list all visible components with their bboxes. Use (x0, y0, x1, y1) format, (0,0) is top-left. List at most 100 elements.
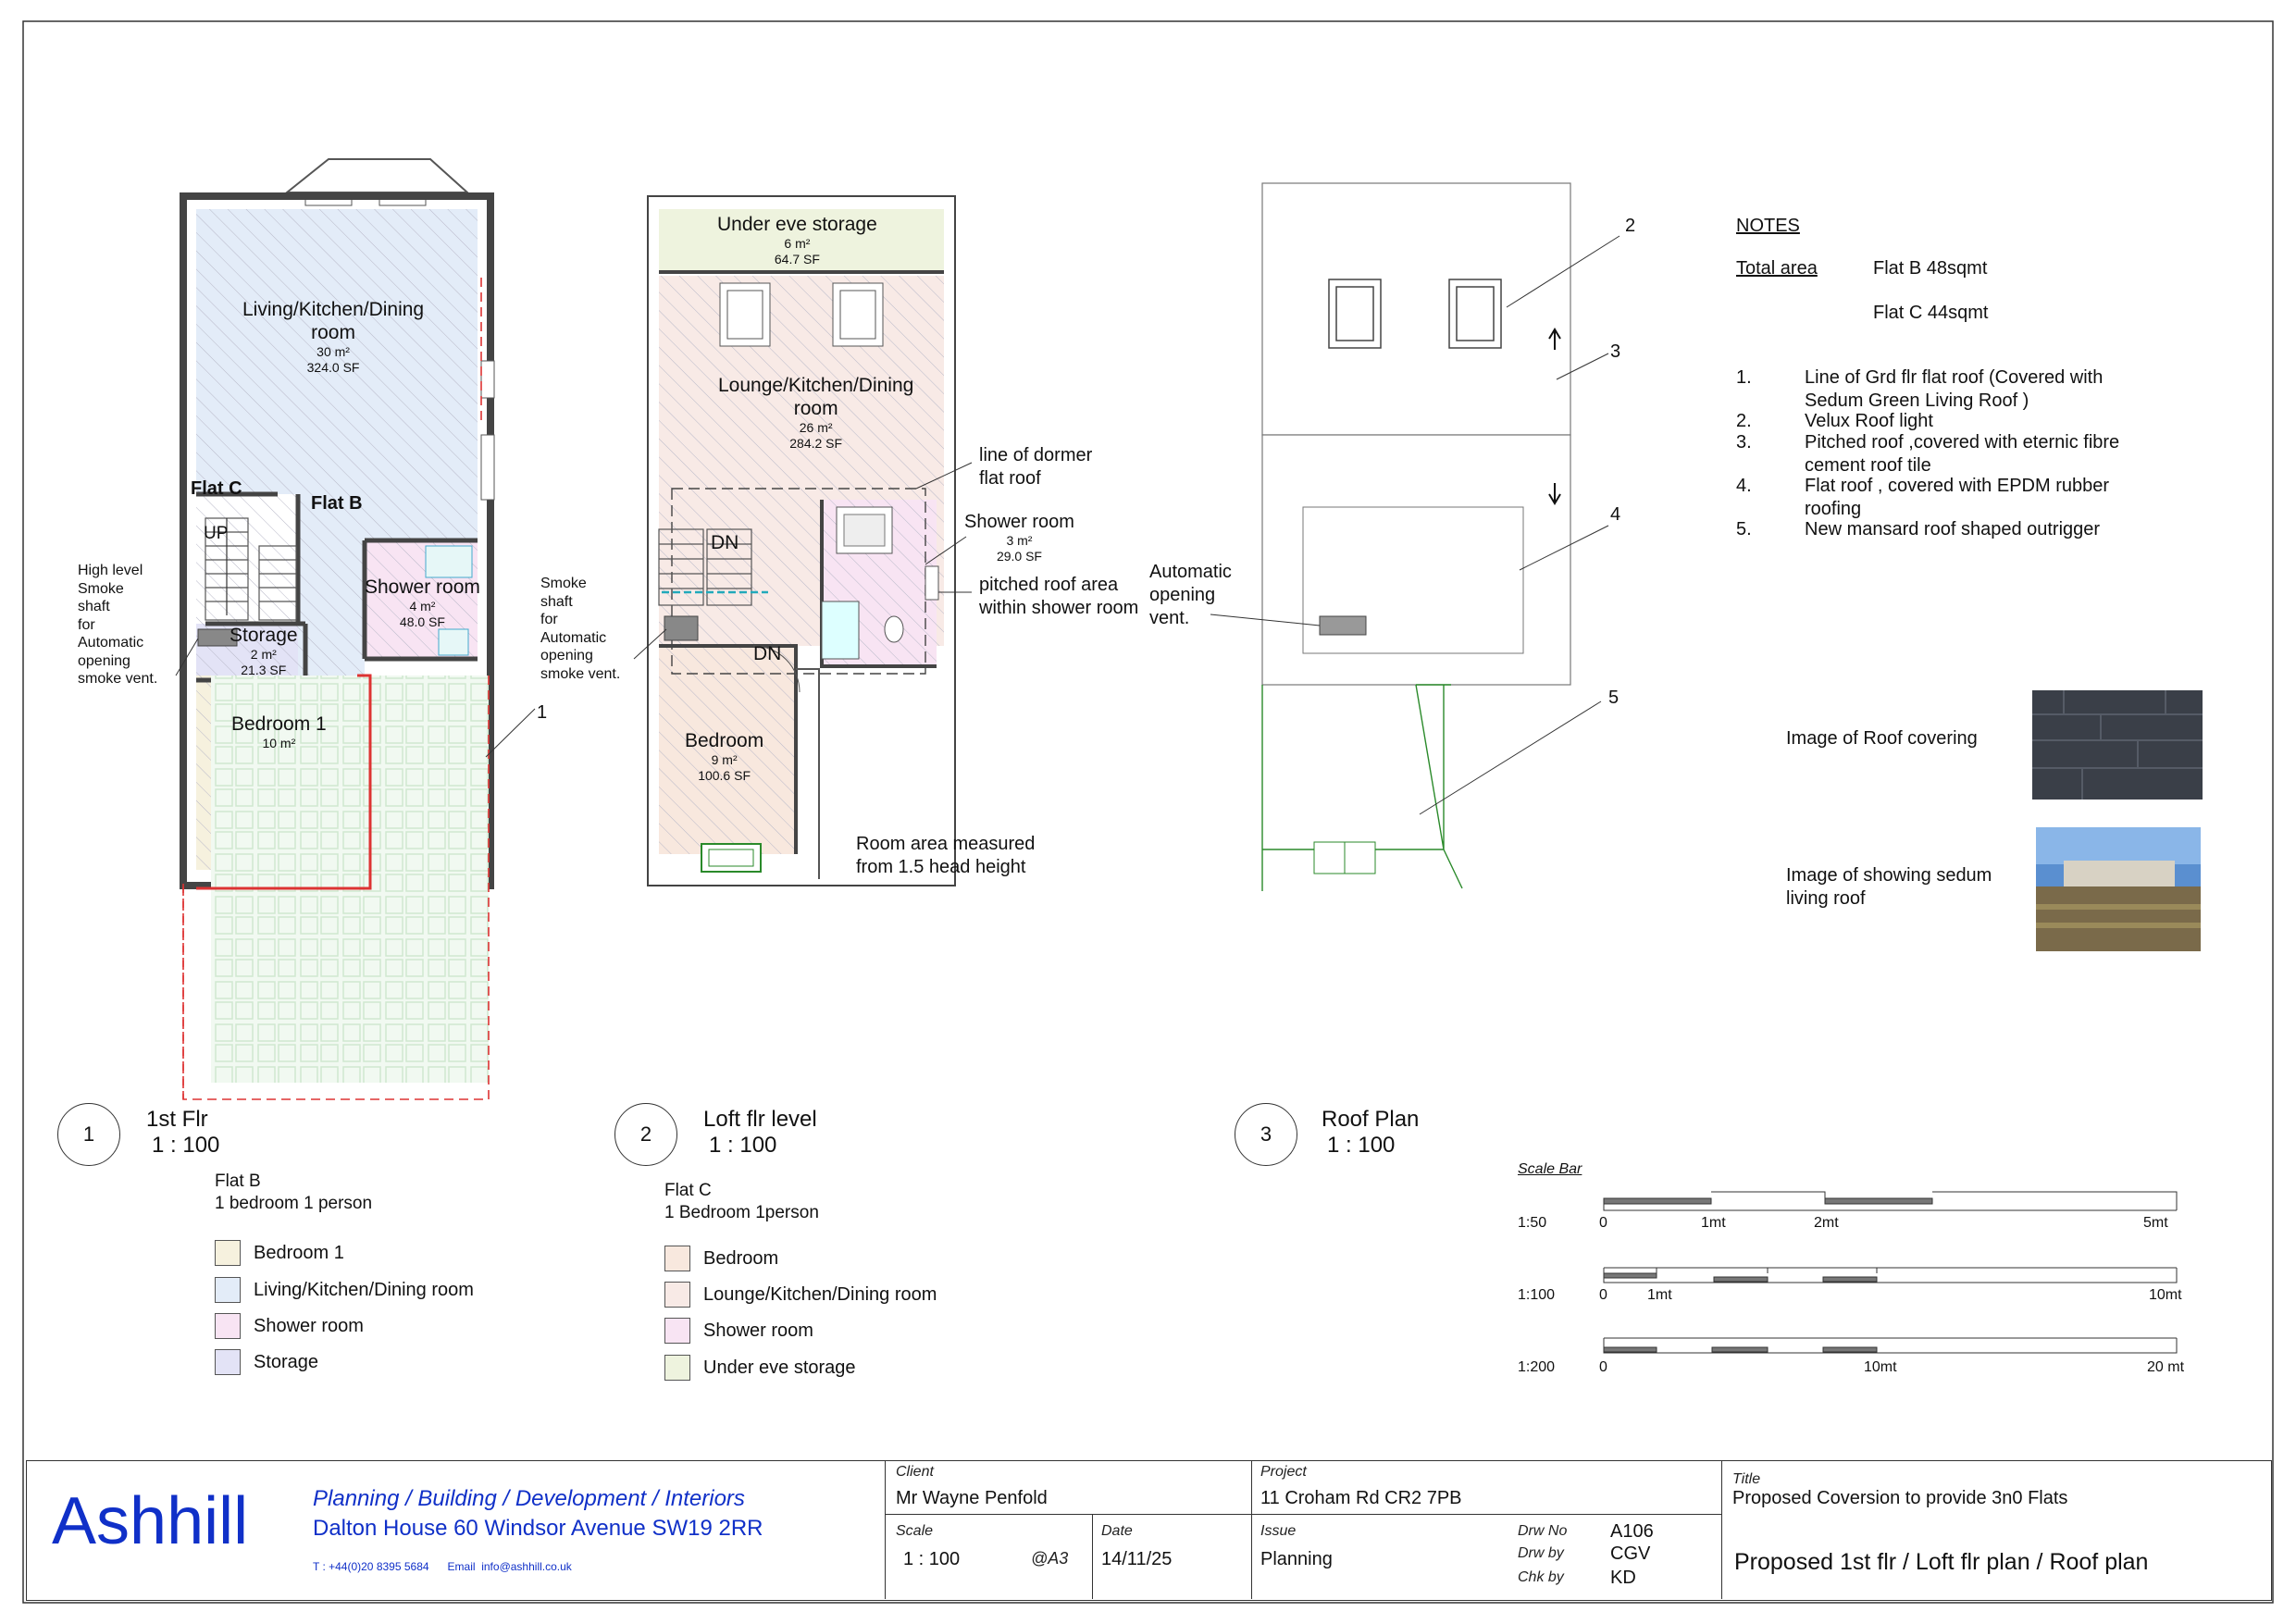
paper-size: @A3 (1031, 1549, 1069, 1568)
chk-by-value: KD (1610, 1568, 1636, 1588)
stair-down-label-2: DN (753, 643, 782, 664)
note-number-4: 4. (1736, 476, 1752, 496)
title-label: Title (1732, 1471, 1761, 1487)
legend-swatch (215, 1349, 241, 1375)
legend-item: Storage (215, 1349, 318, 1375)
legend-item: Bedroom (664, 1246, 778, 1271)
plan-scale-2: 1 : 100 (709, 1133, 777, 1158)
scale-bar-title: Scale Bar (1518, 1161, 1582, 1177)
drw-by-value: CGV (1610, 1543, 1651, 1564)
roof-covering-caption: Image of Roof covering (1786, 728, 1978, 749)
plan-scale-3: 1 : 100 (1327, 1133, 1396, 1158)
plan-scale-1: 1 : 100 (152, 1133, 220, 1158)
plan-title-1: 1st Flr (146, 1107, 208, 1132)
flat-b-occupancy: 1 bedroom 1 person (215, 1194, 373, 1213)
scale-tick: 20 mt (2147, 1359, 2185, 1375)
scale-value: 1 : 100 (903, 1549, 961, 1569)
note-number-1: 1. (1736, 367, 1752, 388)
legend-item: Living/Kitchen/Dining room (215, 1277, 474, 1303)
plan-title-2: Loft flr level (703, 1107, 817, 1132)
client-label: Client (896, 1464, 934, 1480)
legend-swatch (215, 1277, 241, 1303)
note-text-3: Pitched roof ,covered with eternic fibre… (1805, 432, 2120, 476)
scale-tick: 10mt (1864, 1359, 1897, 1375)
flat-b-label: Flat B (311, 493, 363, 514)
roof-tag-4: 4 (1610, 504, 1621, 525)
legend-item: Shower room (215, 1313, 364, 1339)
project-label: Project (1260, 1464, 1307, 1480)
legend-swatch (215, 1240, 241, 1266)
stair-up-label: UP (204, 524, 229, 543)
legend-swatch (664, 1318, 690, 1344)
roof-tag-3: 3 (1610, 341, 1621, 362)
callout-tag-1: 1 (537, 702, 548, 723)
scale-tick: 5mt (2143, 1215, 2168, 1231)
plan-number-2: 2 (614, 1103, 677, 1166)
title-value: Proposed Coversion to provide 3n0 Flats (1732, 1488, 2068, 1508)
plan-number-1: 1 (57, 1103, 120, 1166)
sedum-roof-image (2036, 827, 2201, 951)
scale-label-1-50: 1:50 (1518, 1215, 1547, 1231)
scale-tick: 10mt (2149, 1287, 2182, 1303)
scale-tick: 1mt (1647, 1287, 1672, 1303)
first-floor-plan (175, 158, 536, 1100)
brand-logo: Ashhill (52, 1484, 249, 1558)
title-block-frame (26, 1460, 2272, 1601)
issue-value: Planning (1260, 1549, 1333, 1569)
drw-no-value: A106 (1610, 1521, 1654, 1542)
legend-swatch (664, 1282, 690, 1308)
roof-tag-2: 2 (1625, 216, 1636, 236)
legend-swatch (664, 1355, 690, 1381)
scale-tick: 0 (1599, 1215, 1607, 1231)
client-value: Mr Wayne Penfold (896, 1488, 1048, 1508)
legend-item: Lounge/Kitchen/Dining room (664, 1282, 937, 1308)
scale-label-1-200: 1:200 (1518, 1359, 1556, 1375)
drw-no-label: Drw No (1518, 1523, 1568, 1539)
note-text-5: New mansard roof shaped outrigger (1805, 519, 2101, 539)
sheet-border (22, 20, 2274, 1604)
brand-tagline: Planning / Building / Development / Inte… (313, 1486, 745, 1511)
divider (1092, 1514, 1093, 1599)
divider (1251, 1460, 1252, 1599)
scale-bars (1603, 1191, 2178, 1354)
flat-c-title: Flat C (664, 1181, 712, 1200)
total-area-flat-c: Flat C 44sqmt (1873, 303, 1989, 323)
legend-swatch (215, 1313, 241, 1339)
scale-label-1-100: 1:100 (1518, 1287, 1556, 1303)
date-value: 14/11/25 (1101, 1549, 1173, 1569)
total-area-label: Total area (1736, 258, 1818, 279)
flat-c-occupancy: 1 Bedroom 1person (664, 1203, 819, 1222)
project-value: 11 Croham Rd CR2 7PB (1260, 1488, 1462, 1508)
chk-by-label: Chk by (1518, 1569, 1564, 1585)
date-label: Date (1101, 1523, 1133, 1539)
bedroom-1-label: Bedroom 1 10 m² (231, 713, 327, 751)
divider (885, 1514, 1721, 1515)
total-area-flat-b: Flat B 48sqmt (1873, 258, 1988, 279)
roof-plan (1210, 182, 1620, 891)
legend-item: Shower room (664, 1318, 813, 1344)
roof-tag-5: 5 (1608, 688, 1620, 708)
note-text-2: Velux Roof light (1805, 411, 1933, 431)
flat-c-label: Flat C (191, 478, 242, 499)
legend-item: Under eve storage (664, 1355, 856, 1381)
scale-tick: 0 (1599, 1287, 1607, 1303)
plan-title-3: Roof Plan (1322, 1107, 1420, 1132)
brand-address: Dalton House 60 Windsor Avenue SW19 2RR (313, 1516, 763, 1541)
roof-covering-image (2032, 690, 2203, 800)
issue-label: Issue (1260, 1523, 1297, 1539)
